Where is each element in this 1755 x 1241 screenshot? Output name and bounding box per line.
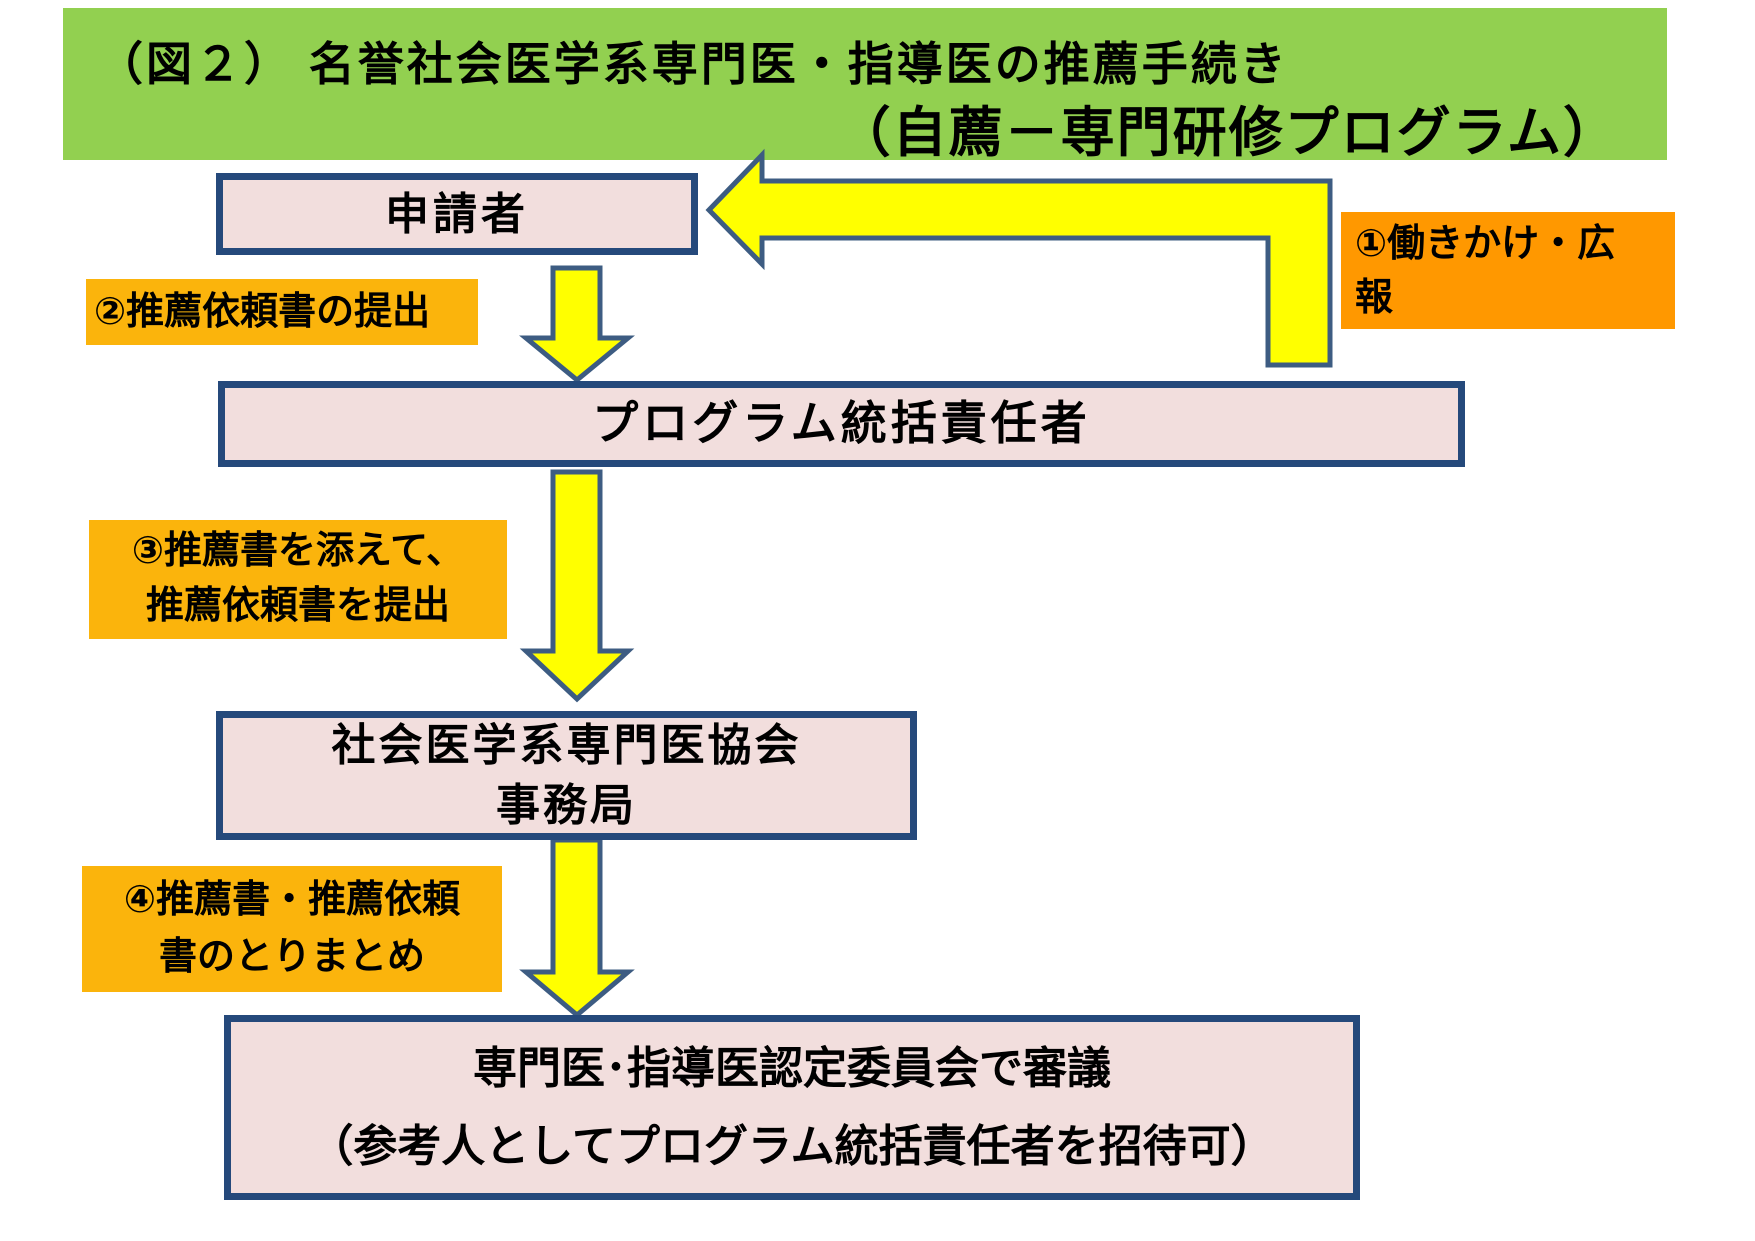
node-association-line2: 事務局	[496, 780, 637, 830]
node-committee-line2: （参考人としてプログラム統括責任者を招待可）	[309, 1121, 1275, 1171]
label-step3-line1: ③推薦書を添えて、	[131, 530, 465, 572]
node-program-director: プログラム統括責任者	[218, 381, 1465, 467]
label-step1-line2: 報	[1355, 277, 1394, 319]
arrow-step1-elbow-left-icon	[705, 148, 1333, 368]
title-banner: （図２） 名誉社会医学系専門医・指導医の推薦手続き （自薦－専門研修プログラム）	[63, 8, 1667, 163]
node-program-director-label: プログラム統括責任者	[592, 397, 1091, 450]
label-step4-line1: ④推薦書・推薦依頼	[123, 879, 461, 921]
arrow-step4-down-icon	[519, 837, 635, 1019]
label-step3-line2: 推薦依頼書を提出	[145, 585, 450, 627]
label-step4-line2: 書のとりまとめ	[158, 936, 425, 978]
node-committee-line1: 専門医･指導医認定委員会で審議	[473, 1043, 1111, 1093]
arrow-step3-down-icon	[519, 469, 635, 703]
label-step1-line1: ①働きかけ・広	[1355, 223, 1616, 265]
label-step2-submit-request: ②推薦依頼書の提出	[86, 279, 478, 345]
node-certification-committee: 専門医･指導医認定委員会で審議 （参考人としてプログラム統括責任者を招待可）	[224, 1015, 1360, 1200]
node-association-line1: 社会医学系専門医協会	[331, 720, 802, 770]
label-step3-attach-recommendation: ③推薦書を添えて、 推薦依頼書を提出	[89, 520, 507, 639]
label-step4-compile-documents: ④推薦書・推薦依頼 書のとりまとめ	[82, 866, 502, 992]
node-applicant-label: 申請者	[385, 189, 529, 239]
figure-title-line1: （図２） 名誉社会医学系専門医・指導医の推薦手続き	[97, 38, 1289, 90]
node-association-office: 社会医学系専門医協会 事務局	[216, 711, 917, 840]
arrow-step2-down-icon	[519, 265, 635, 384]
label-step2-text: ②推薦依頼書の提出	[94, 290, 431, 333]
figure-title-line2: （自薦－専門研修プログラム）	[836, 103, 1619, 163]
node-applicant: 申請者	[216, 173, 698, 255]
label-step1-outreach: ①働きかけ・広 報	[1341, 212, 1675, 329]
